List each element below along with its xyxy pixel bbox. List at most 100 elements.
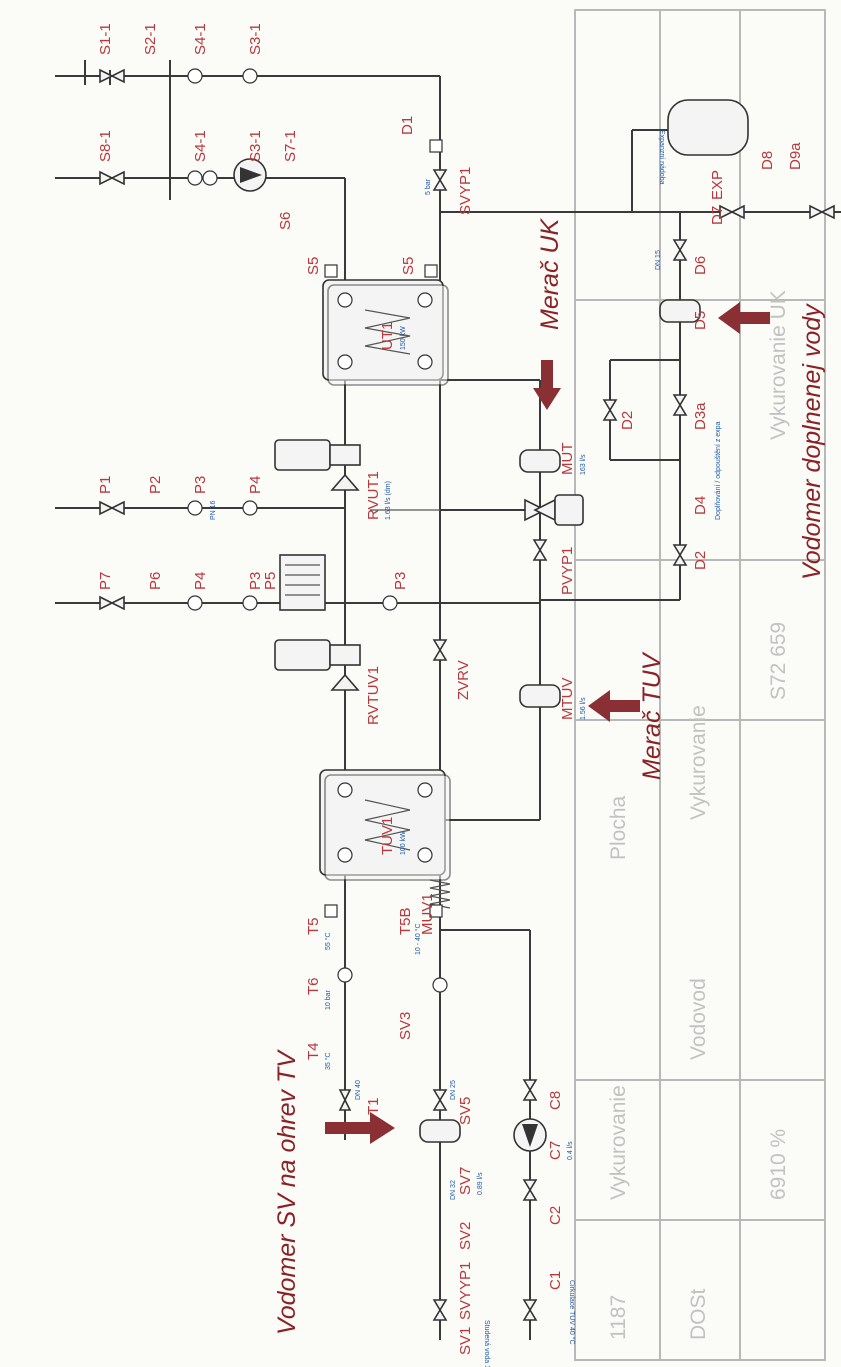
label-S42: S4-1	[192, 23, 209, 55]
label-S5b: S5	[400, 257, 417, 275]
spec-text: Expanzní nádoba Doplňování / odpouštění …	[210, 130, 722, 1367]
label-S11: S1-1	[97, 23, 114, 55]
arrow-dopl	[718, 302, 770, 334]
label-T6: T6	[305, 977, 322, 995]
label-TUV1: TUV1	[379, 817, 396, 855]
label-S6: S6	[277, 212, 294, 230]
label-D1: D1	[399, 116, 416, 135]
label-S5a: S5	[305, 257, 322, 275]
bg-cell: DOSt	[687, 1288, 710, 1340]
label-D4: D4	[692, 496, 709, 515]
label-EXP: EXP	[709, 170, 726, 200]
label-P6: P6	[147, 572, 164, 590]
label-UT1: UT1	[379, 322, 396, 350]
label-S8: S8-1	[97, 130, 114, 162]
t5b-range: 10 - 40 °C	[414, 923, 422, 955]
label-SV3: SV3	[397, 1012, 414, 1040]
label-D5: D5	[692, 311, 709, 330]
label-T5B: T5B	[397, 907, 414, 935]
label-D3a: D3a	[692, 402, 709, 430]
compensator-muv1	[429, 879, 451, 909]
label-S32: S3-1	[247, 23, 264, 55]
annotation-merac-tuv: Merač TUV	[638, 651, 666, 780]
label-P5: P5	[262, 572, 279, 590]
bg-cell: Vykurovanie	[687, 705, 710, 820]
bg-cell: Vodovod	[687, 978, 710, 1060]
label-ZVRV: ZVRV	[455, 660, 472, 700]
ut-power: 150 kW	[400, 326, 407, 350]
t6-pres: 10 bar	[325, 989, 332, 1010]
label-SVYP1b: SVYYP1	[457, 1262, 474, 1320]
t4-temp: 35 °C	[324, 1052, 332, 1070]
cirkulace-label: Cirkulace TUV 40 °C	[568, 1280, 576, 1345]
label-SVYP1: SVYP1	[457, 167, 474, 215]
pipe-network	[55, 60, 841, 1340]
label-MUV1: MUV1	[419, 893, 436, 935]
svyp-set: 5 bar	[425, 178, 432, 195]
label-S31: S3-1	[247, 130, 264, 162]
label-D8: D8	[759, 151, 776, 170]
meter-mtuv	[519, 684, 561, 708]
label-C7: C7	[547, 1141, 564, 1160]
label-MTUV: MTUV	[559, 678, 576, 721]
sv7-flow: 0.89 l/s	[477, 1172, 484, 1195]
label-D2a: D2	[619, 411, 636, 430]
label-SV5: SV5	[457, 1097, 474, 1125]
label-P7: P7	[97, 572, 114, 590]
dn-label: DN 15	[655, 250, 662, 270]
label-SV7: SV7	[457, 1167, 474, 1195]
background-table: 1187 Vykurovanie Plocha DOSt Vodovod Vyk…	[574, 9, 826, 1361]
label-T1: T1	[365, 1097, 382, 1115]
meter-mut	[519, 449, 561, 473]
exp-tank-label: Expanzní nádoba	[658, 130, 665, 185]
pn-label: PN 16	[210, 500, 217, 520]
meter-sv7	[419, 1119, 461, 1143]
bg-cell: 6910 %	[767, 1129, 790, 1200]
label-P4a: P4	[247, 476, 264, 494]
bg-cell: Vykurovanie UK	[767, 290, 790, 440]
control-valve-rvtuv1	[274, 639, 361, 691]
valves	[99, 68, 835, 1321]
c7-flow: 0.4 l/s	[567, 1141, 574, 1160]
annotation-merac-uk: Merač UK	[536, 218, 564, 330]
heat-exchanger-ut1	[322, 279, 449, 386]
label-PVYP1: PVYP1	[559, 547, 576, 595]
arrow-sv	[325, 1112, 395, 1144]
label-C2: C2	[547, 1206, 564, 1225]
mut-flow: 163 l/s	[580, 454, 587, 475]
arrow-uk	[533, 360, 561, 410]
label-SV2: SV2	[457, 1222, 474, 1250]
dn-label: DN 40	[355, 1080, 362, 1100]
meter-d5	[659, 299, 701, 323]
label-P1: P1	[97, 476, 114, 494]
label-C8: C8	[547, 1091, 564, 1110]
arrow-tuv	[588, 690, 640, 722]
label-P3b: P3	[247, 572, 264, 590]
component-labels: S8-1 S4-1 S3-1 S7-1 S1-1 S2-1 S4-1 S3-1 …	[97, 23, 804, 1355]
label-P2: P2	[147, 476, 164, 494]
gauges	[187, 68, 448, 993]
bg-cell: S72 659	[767, 622, 790, 700]
studena-voda-label: Studená voda 10 °C	[483, 1320, 491, 1367]
mtuv-flow: 1.56 l/s	[580, 697, 587, 720]
label-S71: S7-1	[282, 130, 299, 162]
bg-cell: Plocha	[607, 795, 630, 860]
label-D6: D6	[692, 256, 709, 275]
three-way-valve	[524, 494, 584, 526]
label-D9a: D9a	[787, 142, 804, 170]
annotation-vodomer-dopl: Vodomer doplnenej vody	[798, 303, 826, 580]
label-T5: T5	[305, 917, 322, 935]
s5-temp: 55 °C	[324, 932, 332, 950]
heat-exchanger-tuv1	[319, 769, 451, 881]
label-MUT: MUT	[559, 443, 576, 476]
control-valve-rvut1	[274, 439, 361, 491]
label-SV1: SV1	[457, 1327, 474, 1355]
label-S41: S4-1	[192, 130, 209, 162]
rvut-flow: 1.63 l/s (dm)	[385, 481, 392, 520]
dopl-label: Doplňování / odpouštění z expa	[715, 421, 722, 520]
expansion-tank	[667, 99, 749, 156]
label-C1: C1	[547, 1271, 564, 1290]
tuv-power: 100 kW	[400, 831, 407, 855]
label-P4b: P4	[192, 572, 209, 590]
